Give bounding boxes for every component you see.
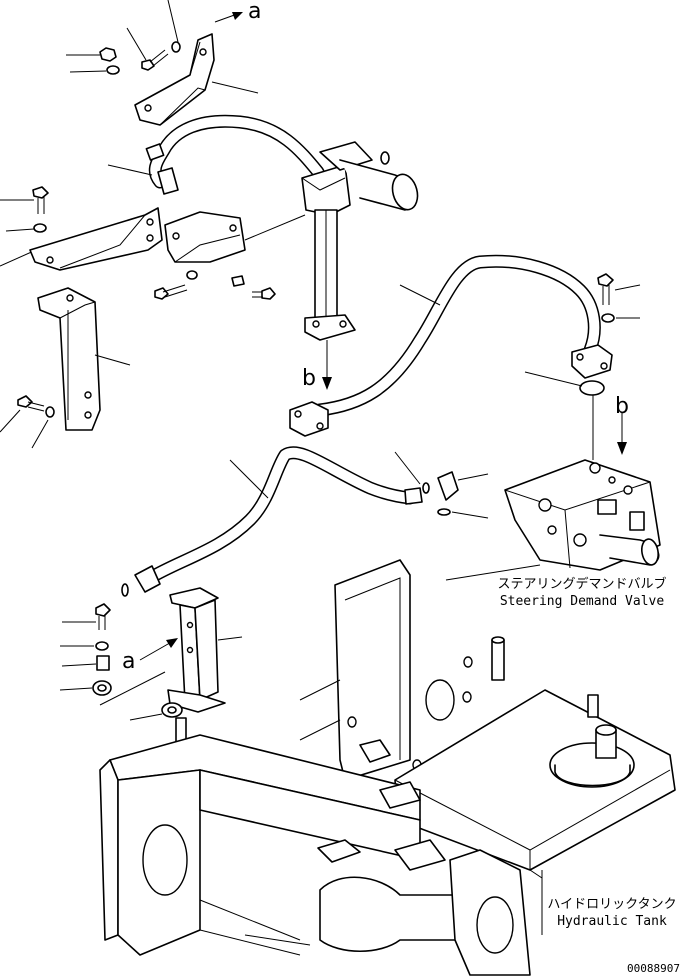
drawing-number: 00088907	[627, 962, 680, 975]
marker-a-top: a	[248, 0, 261, 24]
left-bracket-assembly	[0, 186, 306, 449]
tank-leader	[529, 869, 543, 879]
steering-pipe	[289, 254, 613, 437]
elbow-fitting	[394, 451, 489, 519]
upper-bracket-assembly	[66, 0, 259, 126]
lower-hose	[121, 446, 423, 597]
steering-demand-valve-en: Steering Demand Valve	[500, 594, 665, 609]
marker-b-right: b	[615, 394, 629, 419]
upper-pipe	[107, 114, 419, 390]
steering-demand-valve-jp: ステアリングデマンドバルブ	[497, 576, 666, 592]
main-frame	[99, 559, 676, 976]
marker-b-left: b	[302, 366, 316, 391]
hydraulic-tank-en: Hydraulic Tank	[557, 914, 667, 929]
steering-demand-valve	[445, 459, 661, 581]
right-upper-fasteners	[524, 273, 641, 460]
hydraulic-tank-jp: ハイドロリックタンク	[547, 897, 676, 912]
stand-bracket-assembly	[59, 587, 243, 749]
marker-a-mid: a	[122, 649, 135, 674]
